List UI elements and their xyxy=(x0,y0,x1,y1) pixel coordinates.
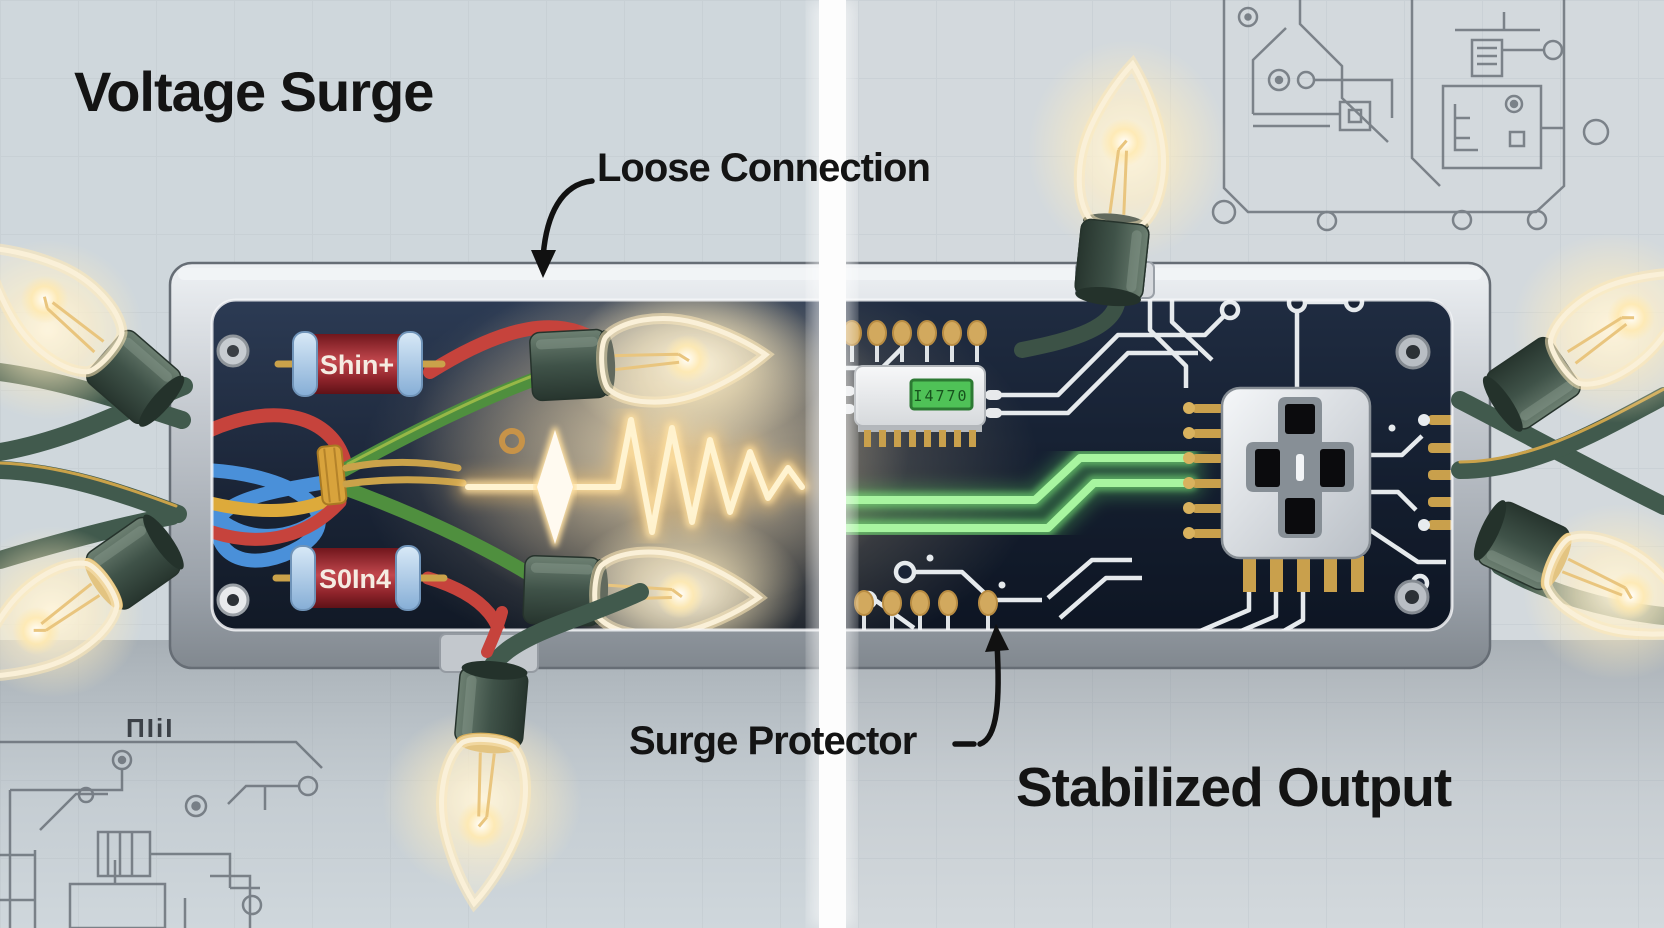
chip-display-text: I4770 xyxy=(913,387,968,405)
pcb-traces xyxy=(846,300,1446,630)
left-title: Voltage Surge xyxy=(74,60,434,123)
right-title: Stabilized Output xyxy=(1016,756,1452,818)
stabilized-traces xyxy=(831,443,1205,543)
wire-red xyxy=(481,606,508,658)
fuse-bottom-label: S0In4 xyxy=(319,564,391,594)
socket-top xyxy=(1072,217,1151,310)
via-ring xyxy=(499,428,525,454)
screw-icon xyxy=(1395,334,1431,370)
center-divider xyxy=(810,0,854,928)
screw-icon xyxy=(216,583,250,617)
sketch-caption: ΠIiI xyxy=(126,713,174,743)
arrow-surge-protector xyxy=(952,624,1009,747)
surge-waveform xyxy=(454,406,816,547)
annotation-surge-protector: Surge Protector xyxy=(629,719,917,763)
screw-icon xyxy=(1394,579,1430,615)
wire-red xyxy=(212,495,347,546)
right-compartment: I4770 xyxy=(831,300,1452,630)
cable-tie xyxy=(316,444,348,506)
fuse-bottom: S0In4 xyxy=(272,545,448,611)
surge-protector-module xyxy=(1183,386,1372,592)
arrow-loose-connection xyxy=(531,178,595,278)
fuse-top: Shin+ xyxy=(274,331,446,397)
bulb-right-lower xyxy=(1530,520,1664,667)
bulb-left-lower xyxy=(0,545,135,711)
edge-pins xyxy=(1418,414,1452,531)
chip-display xyxy=(909,378,974,411)
wire-red xyxy=(421,571,510,630)
circuit-sketch-top-right xyxy=(1211,0,1610,232)
wire-blue xyxy=(212,463,345,568)
screw-icon xyxy=(216,334,250,368)
fuse-top-label: Shin+ xyxy=(320,350,394,380)
annotation-loose-connection: Loose Connection xyxy=(597,146,931,190)
bulb-hanging xyxy=(433,729,531,907)
bare-conductor xyxy=(342,458,467,488)
circuit-sketch-bottom-left xyxy=(0,740,323,928)
module-pins xyxy=(1183,402,1364,592)
left-compartment: Shin+ S0In4 xyxy=(212,300,1040,630)
